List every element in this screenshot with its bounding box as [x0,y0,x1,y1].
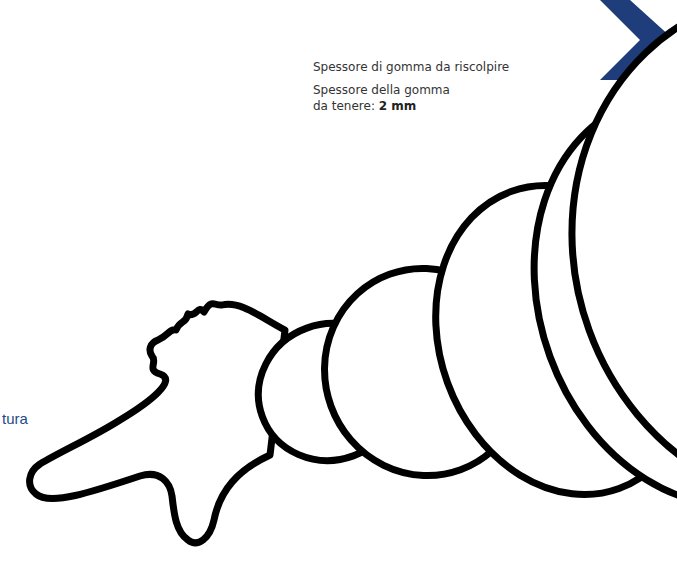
cut-heading: tura [2,410,62,428]
tread-segment [500,0,677,567]
finger-tip [30,304,285,543]
note-label: Spessore della gomma da tenere: 2 mm [313,82,453,114]
note-label: Spessore di gomma da riscolpire [313,59,573,75]
dimension: 2 mm [379,99,417,113]
